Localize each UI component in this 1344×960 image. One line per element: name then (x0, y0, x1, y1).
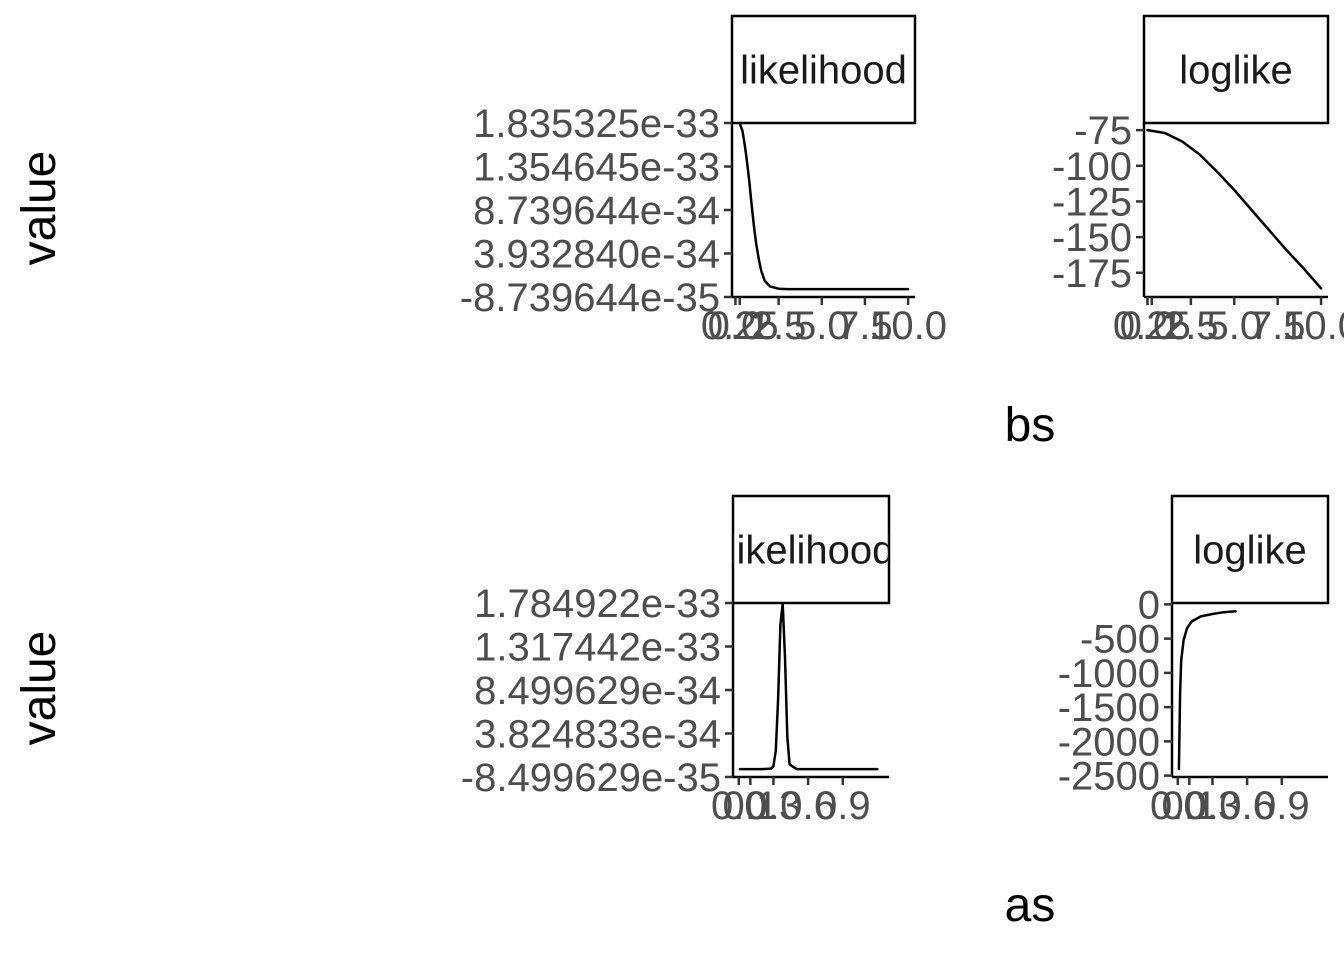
panel-2: likelihood -8.499629e-353.824833e-348.499… (461, 494, 895, 828)
series-line (738, 122, 910, 291)
x-tick-label: 5.0 (794, 304, 850, 348)
y-tick-label: -150 (1052, 216, 1132, 260)
panels-layer: likelihood -8.739644e-353.932840e-348.739… (460, 14, 1344, 828)
series-line (1146, 128, 1323, 290)
y-tick-label: 0 (1138, 583, 1160, 627)
row2-x-axis-title: as (1005, 879, 1056, 932)
x-tick-label: 5.0 (1206, 304, 1262, 348)
y-tick-label: 3.932840e-34 (473, 233, 720, 277)
y-tick-label: 1.317442e-33 (474, 626, 721, 670)
x-tick-label: 7.5 (1250, 304, 1306, 348)
y-tick-label: 8.499629e-34 (474, 669, 721, 713)
row1-x-axis-title: bs (1005, 399, 1056, 452)
y-tick-label: 1.835325e-33 (473, 102, 720, 146)
y-tick-label: -125 (1052, 180, 1132, 224)
x-tick-label: 0.6 (780, 784, 836, 828)
x-tick-label: 0.6 (1219, 784, 1275, 828)
x-tick-label: 10.0 (869, 304, 947, 348)
x-tick-label: 0.3 (746, 784, 802, 828)
x-tick-label: 0.1 (723, 784, 779, 828)
panel-3: loglike-2500-2000-1500-1000-50000.00.10.… (1058, 494, 1330, 828)
y-tick-label: -2500 (1058, 755, 1160, 799)
y-tick-label: 1.354645e-33 (473, 145, 720, 189)
x-tick-label: 0.1 (1162, 784, 1218, 828)
row2-y-axis-title: value (13, 631, 66, 746)
x-tick-label: 0.0 (1150, 784, 1206, 828)
x-tick-label: 0.9 (1254, 784, 1310, 828)
y-tick-label: -500 (1080, 618, 1160, 662)
y-tick-label: 8.739644e-34 (473, 189, 720, 233)
y-tick-label: 1.784922e-33 (474, 582, 721, 626)
x-tick-label: 0.25 (701, 304, 779, 348)
facet-strip-box (1142, 14, 1330, 125)
x-tick-label: 0.0 (708, 304, 764, 348)
x-tick-label: 0.3 (1185, 784, 1241, 828)
facet-strip-box (1170, 494, 1330, 605)
y-tick-label: 3.824833e-34 (474, 713, 721, 757)
y-tick-label: -1000 (1058, 652, 1160, 696)
y-tick-label: -100 (1052, 145, 1132, 189)
x-tick-label: 10.0 (1282, 304, 1344, 348)
facet-strip-box (730, 14, 917, 125)
series-line (738, 602, 879, 771)
panel-1: loglike -175-150-125-100-75 0.00.252.55.07… (1052, 14, 1344, 348)
x-tick-label: 2.5 (751, 304, 807, 348)
facet-strip-label: loglike (1179, 49, 1292, 93)
x-tick-label: 0.9 (815, 784, 871, 828)
series-line (1177, 609, 1237, 771)
x-tick-label: 7.5 (837, 304, 893, 348)
x-tick-label: 0.0 (1120, 304, 1176, 348)
y-tick-label: -175 (1052, 252, 1132, 296)
row1-y-axis-title: value (13, 151, 66, 266)
facet-strip-label: likelihood (740, 49, 907, 93)
x-tick-label: 2.5 (1163, 304, 1219, 348)
y-tick-label: -8.739644e-35 (460, 276, 720, 320)
x-tick-label: 0.25 (1113, 304, 1191, 348)
facet-strip-box (731, 494, 891, 605)
panel-0: likelihood -8.739644e-353.932840e-348.739… (460, 14, 947, 348)
facet-strip-label: loglike (1193, 529, 1306, 573)
facet-strip-label: likelihood (728, 529, 895, 573)
x-tick-label: 0.0 (711, 784, 767, 828)
y-tick-label: -8.499629e-35 (461, 756, 721, 800)
y-tick-label: -2000 (1058, 720, 1160, 764)
y-tick-label: -1500 (1058, 686, 1160, 730)
y-tick-label: -75 (1074, 109, 1132, 153)
